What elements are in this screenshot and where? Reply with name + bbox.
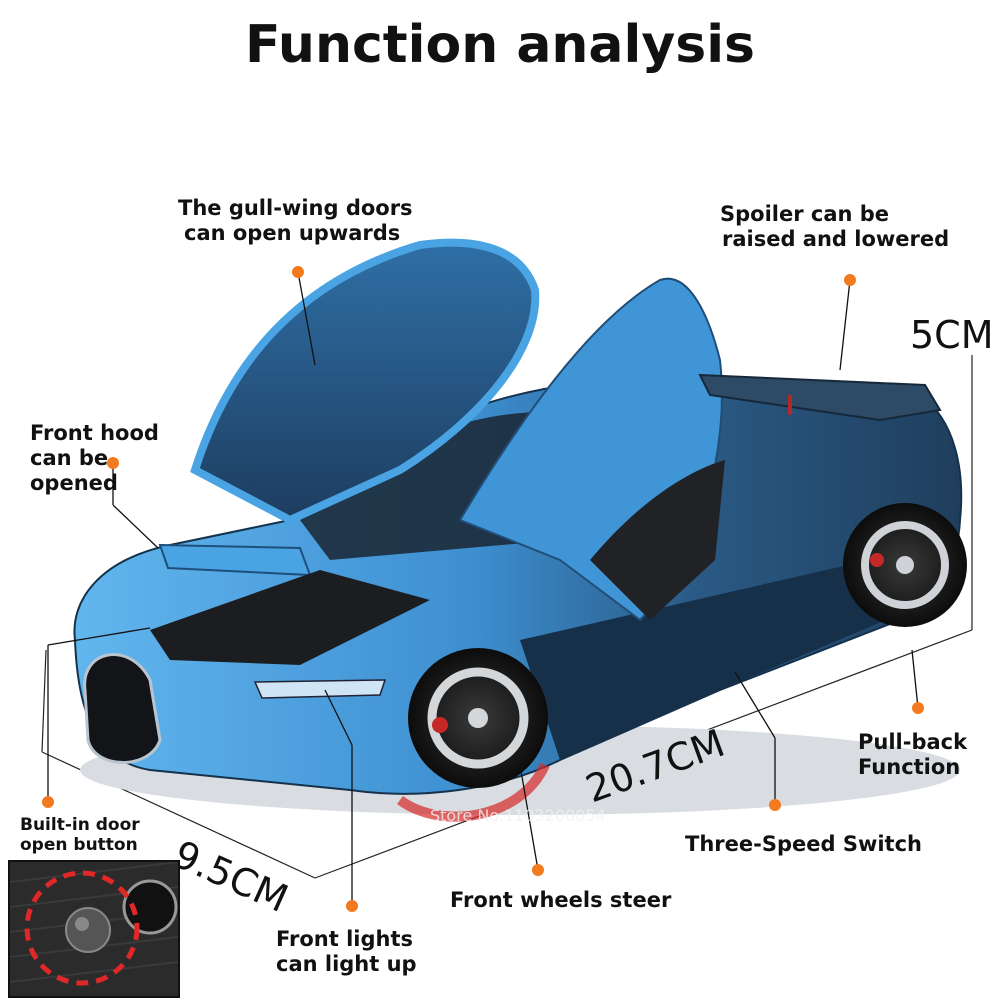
car-spoiler xyxy=(698,373,942,422)
engine-bay xyxy=(150,570,430,665)
label-door-button: Built-in door open button xyxy=(20,815,140,856)
dot-spoiler xyxy=(844,274,856,286)
door-button-inset xyxy=(8,860,180,998)
label-three-speed: Three-Speed Switch xyxy=(685,832,922,856)
label-gull-wing: The gull-wing doors can open upwards xyxy=(178,196,413,246)
page-title: Function analysis xyxy=(245,15,755,75)
dimension-height: 5CM xyxy=(910,313,994,357)
label-pull-back: Pull-back Function xyxy=(858,730,968,780)
door-button xyxy=(65,907,111,953)
car-grille xyxy=(83,653,162,764)
steer-arrow xyxy=(397,762,550,822)
label-front-lights: Front lights can light up xyxy=(276,927,417,977)
label-front-hood: Front hood can be opened xyxy=(30,421,159,496)
car-side-skirt xyxy=(520,560,910,760)
label-spoiler: Spoiler can be raised and lowered xyxy=(720,202,950,252)
front-wheel xyxy=(408,648,548,788)
car-headlight xyxy=(253,679,387,699)
dot-front-lights xyxy=(346,900,358,912)
dot-three-speed xyxy=(769,799,781,811)
door-button-closeup xyxy=(10,862,178,996)
dot-gull-wing xyxy=(292,266,304,278)
annotation-dots xyxy=(42,266,924,912)
dot-hood xyxy=(107,457,119,469)
dot-pullback xyxy=(912,702,924,714)
gull-wing-door-left xyxy=(190,238,540,525)
dot-door-button xyxy=(42,796,54,808)
watermark: Store No.1103200054 xyxy=(430,806,606,825)
dot-front-wheels xyxy=(532,864,544,876)
leader-lines xyxy=(47,271,919,906)
rear-wheel xyxy=(843,503,967,627)
door-carbon-panel xyxy=(590,460,725,620)
label-front-wheels: Front wheels steer xyxy=(450,888,672,912)
